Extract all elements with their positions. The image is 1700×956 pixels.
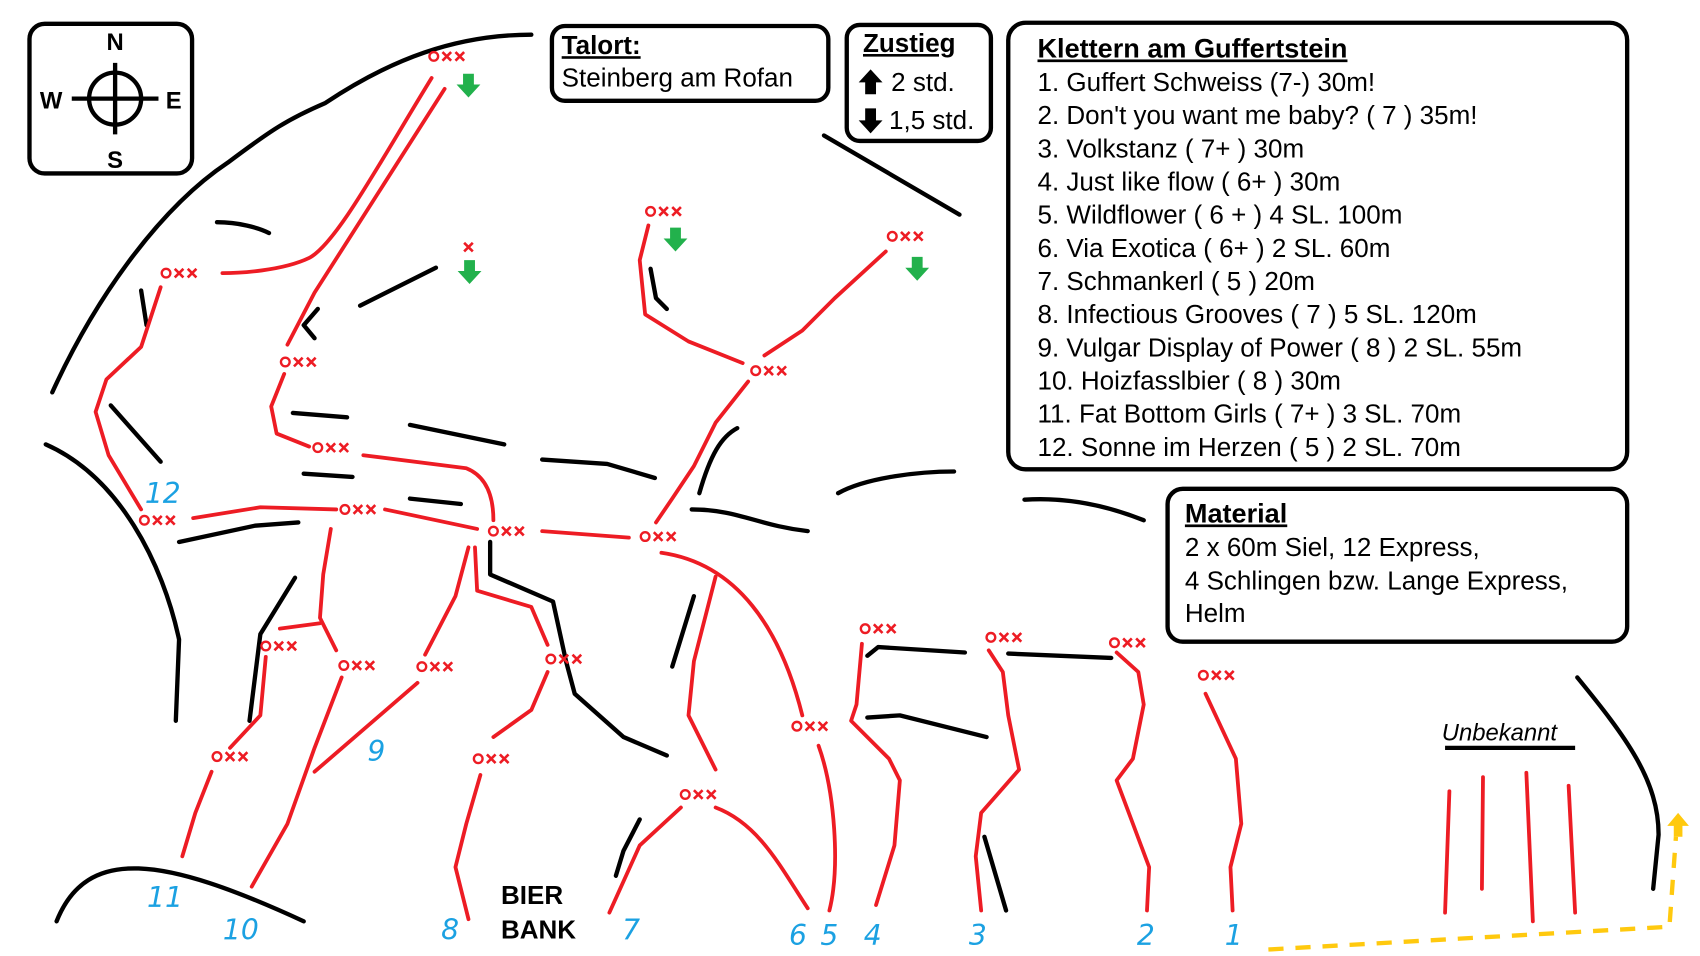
route-number-3: 3 [969,919,987,952]
route-list-item: 11. Fat Bottom Girls ( 7+ ) 3 SL. 70m [1038,399,1462,429]
compass-s: S [107,147,123,174]
zustieg-down: 1,5 std. [889,105,974,135]
route-list-item: 7. Schmankerl ( 5 ) 20m [1038,266,1315,296]
anchor-icon [138,514,176,526]
compass-n: N [107,29,124,56]
zustieg-heading: Zustieg [863,28,955,58]
anchor-icon [985,631,1023,643]
anchor-icon [339,503,377,515]
route-number-9: 9 [367,735,385,768]
approach-path [1268,836,1679,952]
zustieg-up: 2 std. [891,67,955,97]
route-number-7: 7 [622,914,640,947]
zustieg-box: Zustieg 2 std. 1,5 std. [844,22,994,144]
belay-anchors [138,50,1235,801]
bierbank-label: BANK [501,915,576,945]
talort-heading: Talort: [562,30,641,60]
anchor-icon [791,720,829,732]
route-number-6: 6 [789,919,807,952]
material-line: 2 x 60m Siel, 12 Express, [1185,532,1480,562]
anchor-icon [260,640,298,652]
anchor-icon [472,753,510,765]
anchor-icon [545,653,583,665]
route-numbers: 12 9 11 10 8 7 6 5 4 3 2 1 [145,477,1243,952]
anchor-icon [750,365,787,377]
route-list-item: 12. Sonne im Herzen ( 5 ) 2 SL. 70m [1038,432,1461,462]
anchor-icon [338,659,376,672]
rock-lines [43,32,1661,924]
anchor-icon [160,267,198,279]
unknown-routes-label: Unbekannt [1442,719,1559,746]
talort-value: Steinberg am Rofan [562,63,793,93]
anchor-icon [487,525,525,537]
talort-box: Talort: Steinberg am Rofan [549,23,831,103]
material-heading: Material [1185,497,1287,528]
descent-arrow-icon [456,73,481,98]
route-list-item: 4. Just like flow ( 6+ ) 30m [1038,167,1341,197]
route-list-item: 3. Volkstanz ( 7+ ) 30m [1038,133,1305,163]
single-bolt-icon [463,241,474,253]
route-list-item: 1. Guffert Schweiss (7-) 30m! [1038,67,1376,97]
anchor-icon [1108,637,1146,649]
route-list-box: Klettern am Guffertstein 1. Guffert Schw… [1006,20,1630,472]
descent-arrow-icon [663,227,688,252]
anchor-icon [645,205,682,217]
route-list-item: 2. Don't you want me baby? ( 7 ) 35m! [1038,100,1478,130]
route-list-item: 8. Infectious Grooves ( 7 ) 5 SL. 120m [1038,299,1477,329]
route-list-item: 9. Vulgar Display of Power ( 8 ) 2 SL. 5… [1038,332,1523,362]
anchor-icon [312,442,350,454]
route-number-1: 1 [1225,919,1243,952]
bierbank-label: BIER [501,880,563,910]
route-list-item: 10. Hoizfasslbier ( 8 ) 30m [1038,366,1341,396]
route-number-10: 10 [223,914,259,947]
anchor-icon [679,788,717,801]
arrow-up-icon [858,69,883,95]
material-box: Material 2 x 60m Siel, 12 Express, 4 Sch… [1165,486,1630,644]
anchor-icon [279,356,317,368]
compass: N S W E [27,21,195,176]
route-number-11: 11 [147,881,183,914]
route-number-8: 8 [441,914,459,947]
arrow-down-icon [858,108,883,134]
route-number-5: 5 [820,919,838,952]
anchor-icon [416,661,454,673]
compass-e: E [166,87,182,114]
anchor-icon [428,50,466,62]
route-number-12: 12 [145,477,181,510]
material-line: 4 Schlingen bzw. Lange Express, [1185,566,1568,596]
route-list-heading: Klettern am Guffertstein [1038,32,1348,63]
route-number-2: 2 [1137,919,1155,952]
route-list-item: 5. Wildflower ( 6 + ) 4 SL. 100m [1038,200,1403,230]
anchor-icon [886,230,924,242]
route-number-4: 4 [864,919,882,952]
anchor-icon [211,751,249,763]
anchor-icon [639,531,677,543]
descent-arrow-icon [457,260,482,284]
anchor-icon [1197,669,1235,681]
route-list-item: 6. Via Exotica ( 6+ ) 2 SL. 60m [1038,233,1391,263]
approach-arrow-icon [1667,812,1689,837]
descent-arrows [456,73,930,284]
descent-arrow-icon [905,256,930,281]
material-line: Helm [1185,598,1246,628]
route-lines [93,76,1578,924]
compass-w: W [40,87,63,114]
anchor-icon [859,623,897,635]
